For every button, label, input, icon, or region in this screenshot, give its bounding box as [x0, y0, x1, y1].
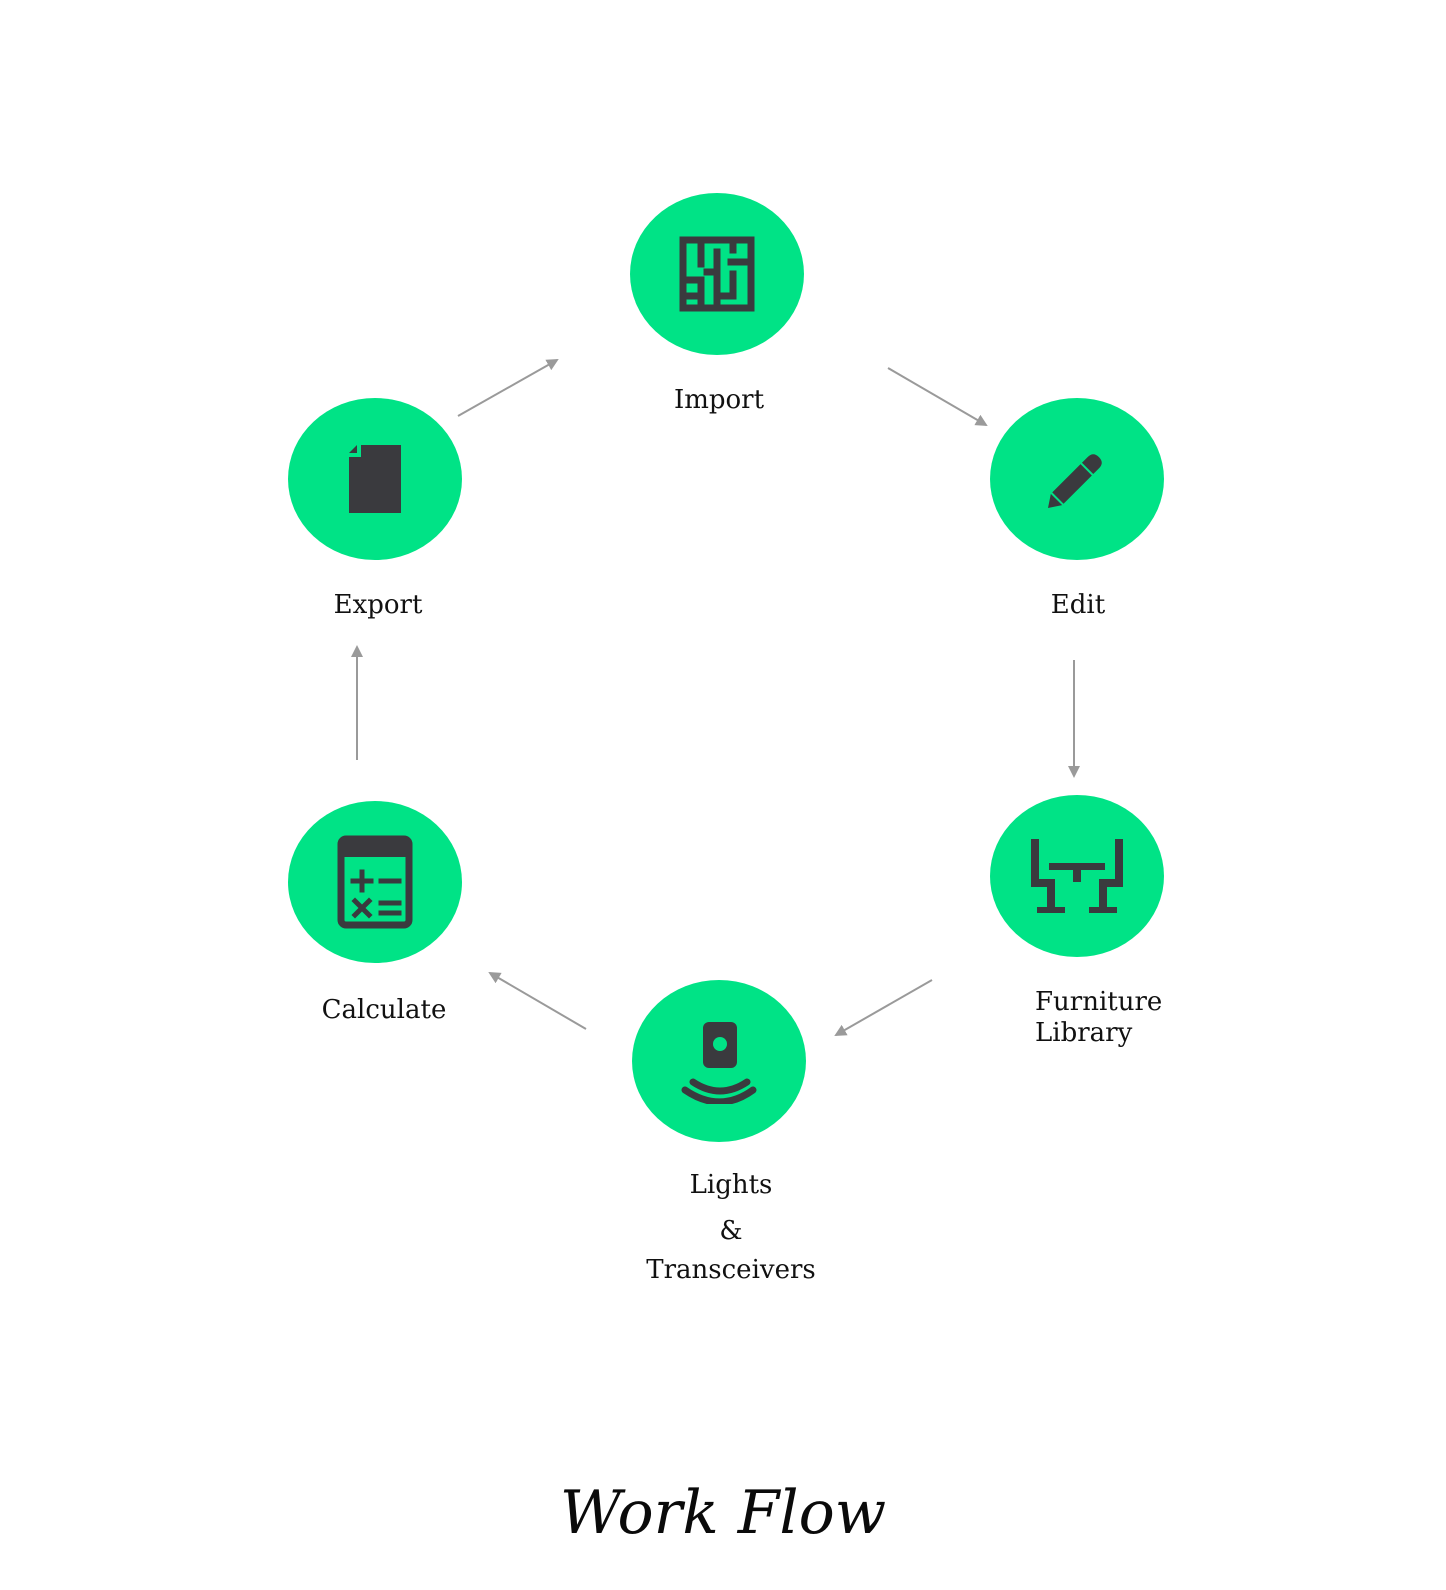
arrow-lights-to-calculate — [488, 971, 587, 1030]
step-lights-label-line2: & — [719, 1216, 743, 1246]
step-lights-node — [632, 980, 806, 1142]
pencil-icon — [1048, 454, 1102, 508]
arrow-export-to-import — [457, 359, 559, 417]
step-furniture-node — [990, 795, 1164, 957]
light-transceiver-icon — [681, 1022, 757, 1104]
floor-plan-icon — [679, 236, 755, 312]
step-export-node — [288, 398, 462, 560]
diagram-title: Work Flow — [559, 1478, 887, 1548]
step-edit-label: Edit — [1050, 590, 1106, 620]
step-import-node — [630, 193, 804, 355]
step-edit-node — [990, 398, 1164, 560]
step-calculate-node — [288, 801, 462, 963]
step-lights-label-line1: Lights — [689, 1170, 773, 1200]
step-calculate-label: Calculate — [321, 995, 447, 1025]
step-import-label: Import — [673, 385, 765, 415]
document-icon — [349, 445, 401, 513]
arrow-furniture-to-lights — [834, 979, 933, 1036]
step-lights-label-line3: Transceivers — [646, 1255, 816, 1285]
arrow-import-to-edit — [887, 367, 988, 427]
step-furniture-label-line2: Library — [1035, 1018, 1133, 1048]
table-chairs-icon — [1031, 839, 1123, 913]
step-furniture-label-line1: Furniture — [1035, 987, 1163, 1017]
calculator-icon — [337, 835, 413, 929]
step-export-label: Export — [333, 590, 423, 620]
